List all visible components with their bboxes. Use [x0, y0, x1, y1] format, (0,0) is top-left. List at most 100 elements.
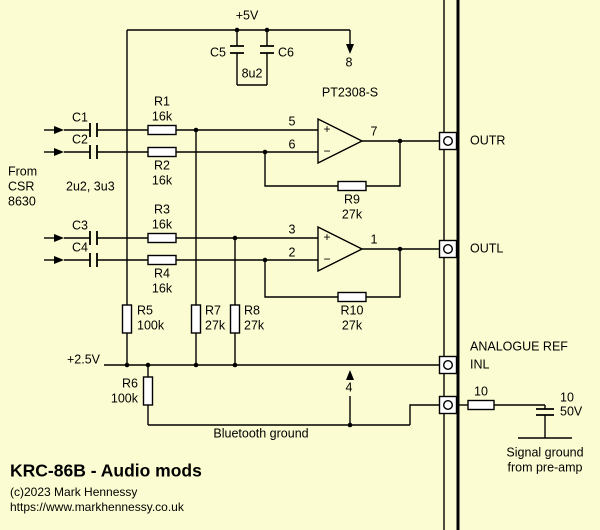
label-signal-ground-1: Signal ground: [506, 445, 583, 459]
label-pin6: 6: [289, 137, 296, 151]
label-r8: R8: [244, 303, 260, 317]
connector-outr-pin: [443, 135, 454, 146]
label-r6: R6: [122, 376, 138, 390]
resistor-r4: [147, 254, 177, 266]
label-r4-value: 16k: [152, 281, 173, 295]
label-pin5: 5: [289, 114, 296, 128]
input-row-c2: C2 R2 16k: [44, 132, 318, 187]
pin4-arrow-icon: [346, 370, 354, 380]
page-title: KRC-86B - Audio mods: [10, 461, 202, 481]
resistor-r1: [147, 124, 177, 136]
label-r8-value: 27k: [244, 318, 265, 332]
junction-dot: [232, 362, 238, 368]
label-source-2: CSR: [8, 179, 34, 193]
opamp-top-section: + − 5 6 7 R9 27k: [264, 114, 440, 221]
label-pin8: 8: [346, 55, 353, 69]
input-row-c3: C3 R3 16k: [44, 202, 318, 245]
label-r9-value: 27k: [342, 207, 363, 221]
connector-outl-pin: [443, 243, 454, 254]
label-c1: C1: [72, 110, 88, 124]
resistor-r3: [147, 232, 177, 244]
label-pin2: 2: [289, 245, 296, 259]
label-r2: R2: [154, 158, 170, 172]
label-r3: R3: [154, 202, 170, 216]
label-c5: C5: [210, 45, 226, 59]
label-c6: C6: [278, 45, 294, 59]
opamp-bottom-symbol: [317, 225, 364, 273]
label-r1-value: 16k: [152, 109, 173, 123]
wire-feedback-top-left: [264, 152, 338, 187]
resistor-ground-lift: [467, 399, 495, 411]
input-row-c1: C1 R1 16k: [44, 94, 318, 137]
label-r6-value: 100k: [111, 391, 139, 405]
label-r2-value: 16k: [152, 173, 173, 187]
label-inl: INL: [470, 357, 490, 371]
title-block: KRC-86B - Audio mods (c)2023 Mark Hennes…: [10, 461, 202, 515]
label-r10-value: 27k: [342, 318, 363, 332]
wire-feedback-bottom-right: [366, 249, 401, 298]
opamp-bottom-section: + − 3 2 1 R10 27k: [264, 222, 440, 332]
opamp-bottom-plus: +: [323, 230, 330, 244]
label-cap-value-2: 50V: [560, 404, 583, 418]
opamp-top-plus: +: [323, 122, 330, 136]
label-r5-value: 100k: [137, 318, 165, 332]
label-pin1: 1: [371, 232, 378, 246]
resistor-r9: [337, 180, 367, 192]
bias-section: R5 100k R7 27k R8 27k +2.5V R6 100k Blue…: [67, 30, 440, 440]
website-text: https://www.markhennessy.co.uk: [10, 500, 185, 514]
power-section: +5V 8 C5 C6 8u2 PT2308-S: [127, 8, 378, 99]
junction-dot: [234, 27, 240, 33]
label-r5: R5: [137, 303, 153, 317]
label-5v: +5V: [236, 8, 259, 22]
label-r10: R10: [341, 303, 364, 317]
resistor-r8: [229, 304, 241, 334]
input-row-c4: C4 R4 16k: [44, 240, 318, 295]
label-c2: C2: [72, 132, 88, 146]
wire-feedback-top-right: [366, 141, 401, 187]
label-bluetooth-ground: Bluetooth ground: [213, 426, 308, 440]
label-c3: C3: [72, 218, 88, 232]
label-rlift-value: 10: [474, 384, 488, 398]
label-source-3: 8630: [8, 194, 36, 208]
junction-dot: [124, 362, 130, 368]
label-signal-ground-2: from pre-amp: [507, 460, 582, 474]
resistor-r2: [147, 146, 177, 158]
label-pin3: 3: [289, 222, 296, 236]
resistor-r7: [190, 304, 202, 334]
board-edge-section: OUTR OUTL ANALOGUE REF INL: [438, 0, 568, 530]
junction-dot: [193, 362, 199, 368]
label-c4: C4: [72, 240, 88, 254]
resistor-r6: [142, 376, 154, 406]
input-arrow-3-icon: [54, 234, 64, 242]
resistor-r5: [121, 304, 133, 334]
wire-ground-to-connector: [409, 404, 440, 425]
label-r3-value: 16k: [152, 217, 173, 231]
resistor-r10: [337, 291, 367, 303]
label-r9: R9: [344, 192, 360, 206]
connector-ground-pin: [443, 400, 454, 411]
input-arrow-1-icon: [54, 126, 64, 134]
label-pin4: 4: [346, 380, 353, 394]
label-r7: R7: [205, 303, 221, 317]
label-outl: OUTL: [470, 241, 503, 255]
label-coupling-value: 2u2, 3u3: [66, 179, 115, 193]
label-analogue-ref: ANALOGUE REF: [470, 339, 568, 353]
label-outr: OUTR: [470, 133, 505, 147]
label-vref: +2.5V: [67, 352, 101, 366]
opamp-bottom-minus: −: [323, 252, 330, 266]
opamp-top-symbol: [317, 117, 364, 165]
label-c56-value: 8u2: [242, 66, 263, 80]
junction-dot: [264, 27, 270, 33]
label-r1: R1: [154, 94, 170, 108]
label-pin7: 7: [371, 124, 378, 138]
connector-inl-pin: [443, 360, 454, 371]
label-cap-value-1: 10: [560, 390, 574, 404]
pin8-arrow-icon: [346, 44, 354, 54]
label-r7-value: 27k: [205, 318, 226, 332]
copyright-text: (c)2023 Mark Hennessy: [10, 485, 137, 499]
opamp-top-minus: −: [323, 144, 330, 158]
label-ic-part: PT2308-S: [322, 85, 378, 99]
wire-feedback-bottom-left: [264, 260, 338, 298]
